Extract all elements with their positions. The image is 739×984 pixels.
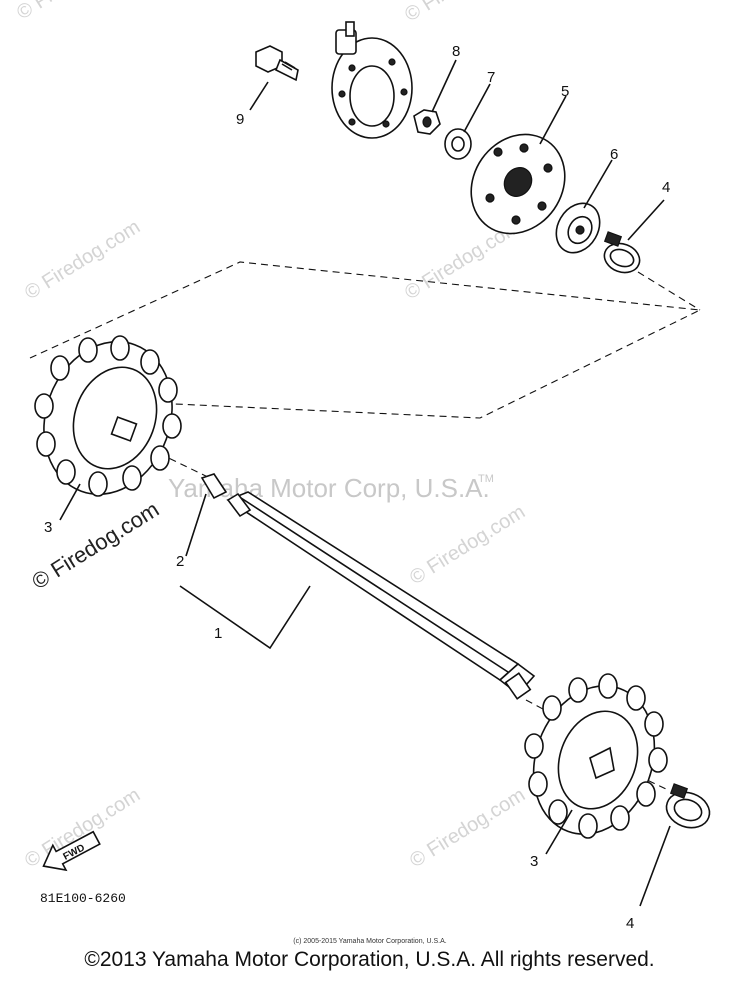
watermark-firedog: © Firedog.com [406,501,529,589]
drive-sprocket-part [34,335,182,497]
callout-3: 3 [44,519,52,536]
callout-7: 7 [487,69,495,86]
callout-labels: 9 8 7 5 6 4 3 2 1 3 4 [44,43,670,932]
leader-line [463,83,491,133]
flange-housing-part [331,21,413,139]
watermark-firedog: © Firedog.com [21,216,144,304]
nut-part [413,109,441,135]
watermark-firedog: © Firedog.com [13,0,136,24]
assembly-guide-line [637,271,701,311]
leader-line [539,95,567,145]
clamp-part [665,783,711,829]
watermark-firedog-bold: © Firedog.com [27,496,163,594]
watermark-firedog: © Firedog.com [406,784,529,872]
leader-line [639,825,671,907]
small-copyright: (c) 2005-2015 Yamaha Motor Corporation, … [293,938,446,945]
callout-3: 3 [530,853,538,870]
arrow-icon [42,830,101,872]
leader-line [185,493,207,557]
callout-9: 9 [236,111,244,128]
callout-4: 4 [626,915,634,932]
watermark-firedog: © Firedog.com [21,784,144,872]
leader-line [545,809,573,855]
callout-6: 6 [610,146,618,163]
leader-lines [59,59,671,907]
key-pin-part [200,473,228,500]
leader-line [431,59,457,113]
diagram-reference-code: 81E100-6260 [40,891,126,906]
washer-part [444,128,472,160]
leader-line [627,199,665,241]
drive-sprocket-part [524,673,668,839]
callout-2: 2 [176,553,184,570]
bearing-part [555,202,601,254]
leader-line [583,159,613,209]
bolt-part [255,45,299,82]
leader-line [179,585,311,650]
trademark-mark: TM [478,473,494,485]
watermark-firedog: © Firedog.com [401,0,524,26]
clamp-part [603,231,641,274]
callout-5: 5 [561,83,569,100]
forward-arrow: FWD [42,830,101,872]
callout-1: 1 [214,625,222,642]
footer-copyright: ©2013 Yamaha Motor Corporation, U.S.A. A… [84,948,655,971]
leader-line [249,81,269,111]
drive-shaft-part [226,491,536,700]
callout-4: 4 [662,179,670,196]
flange-plate-part [470,133,566,235]
leader-line [59,483,81,521]
callout-8: 8 [452,43,460,60]
